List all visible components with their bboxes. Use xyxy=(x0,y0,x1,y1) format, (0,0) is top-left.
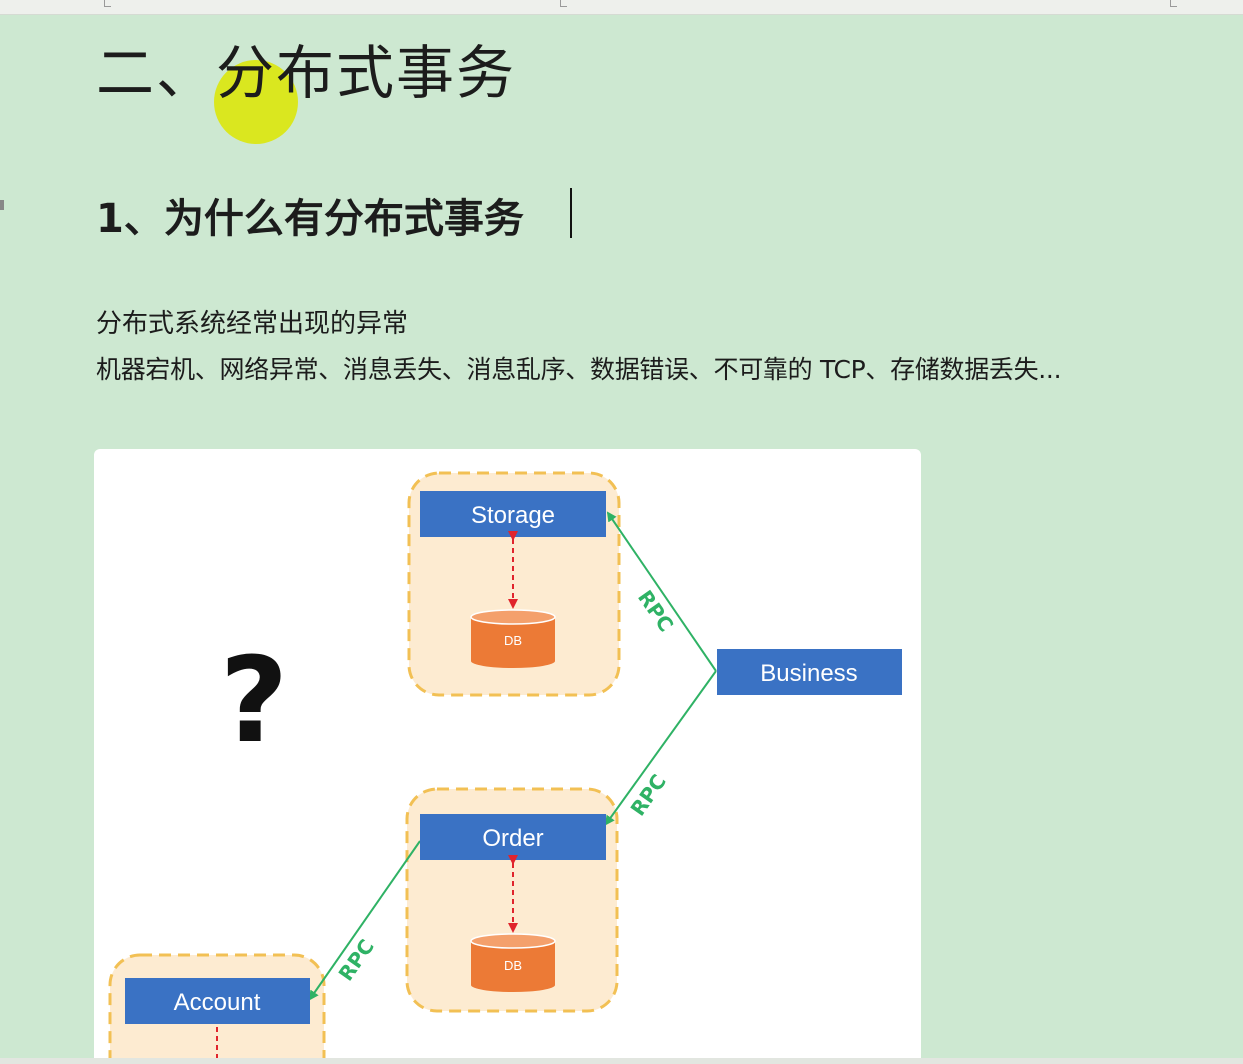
question-mark: ? xyxy=(220,631,288,769)
storage-db-label: DB xyxy=(504,633,522,648)
order-db-cylinder: DB xyxy=(470,933,556,992)
ruler-tick xyxy=(1170,0,1177,7)
paragraph-exceptions[interactable]: 机器宕机、网络异常、消息丢失、消息乱序、数据错误、不可靠的 TCP、存储数据丢失… xyxy=(96,355,1062,384)
order-service-box xyxy=(420,814,606,860)
storage-db-cylinder: DB xyxy=(470,609,556,668)
diagram-svg: ? RPC RPC RPC Storage DB Business Order … xyxy=(108,471,902,1064)
mouse-cursor-highlight xyxy=(214,60,298,144)
page-heading: 二、分布式事务 xyxy=(96,39,517,107)
paragraph-intro[interactable]: 分布式系统经常出现的异常 xyxy=(96,309,409,339)
rpc-label-order: RPC xyxy=(626,770,671,820)
order-service-label: Order xyxy=(482,825,543,852)
ruler-tick xyxy=(104,0,111,7)
text-cursor xyxy=(570,188,572,238)
rpc-label-account: RPC xyxy=(334,935,379,985)
distributed-transaction-diagram: ? RPC RPC RPC Storage DB Business Order … xyxy=(94,449,921,1064)
section-heading[interactable]: 1、为什么有分布式事务 xyxy=(96,196,524,242)
rpc-line-account xyxy=(308,840,421,1001)
business-service-box xyxy=(717,649,902,695)
bottom-strip xyxy=(0,1058,1243,1064)
rpc-label-storage: RPC xyxy=(633,586,678,636)
account-service-box xyxy=(125,978,310,1024)
business-service-label: Business xyxy=(760,660,857,687)
storage-service-box xyxy=(420,491,606,537)
margin-marker xyxy=(0,200,4,210)
rpc-line-order xyxy=(604,670,717,826)
rpc-line-storage xyxy=(606,511,717,672)
top-toolbar-strip xyxy=(0,0,1243,15)
ruler-tick xyxy=(560,0,567,7)
account-service-label: Account xyxy=(174,989,261,1016)
order-db-label: DB xyxy=(504,958,522,973)
storage-service-label: Storage xyxy=(471,502,555,529)
